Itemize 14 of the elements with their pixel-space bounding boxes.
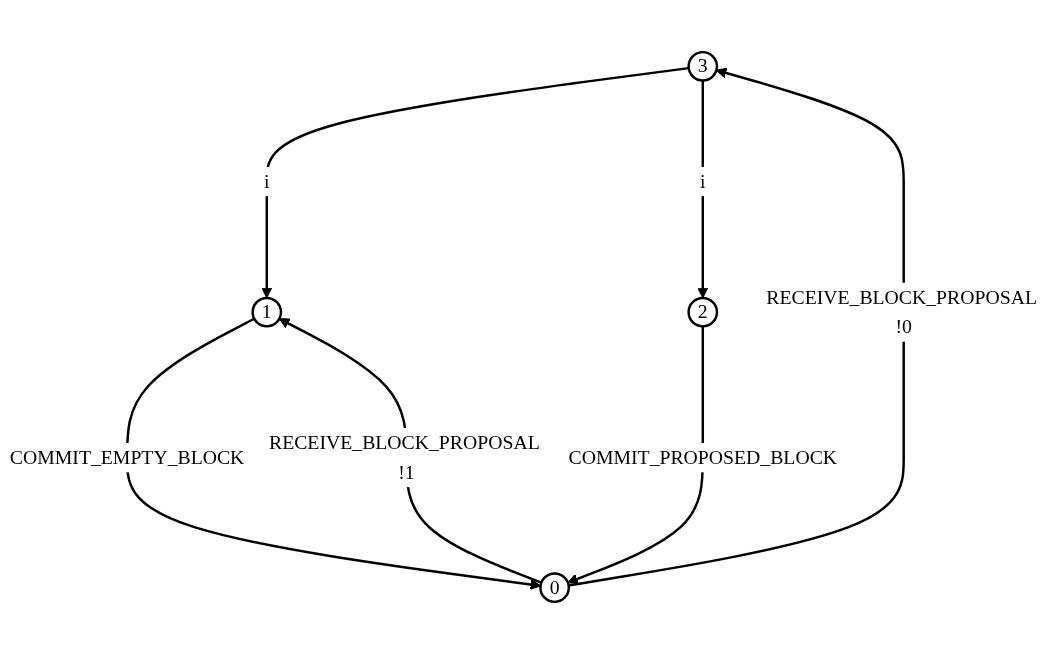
edge-label: RECEIVE_BLOCK_PROPOSAL !1 xyxy=(269,431,539,483)
node-circle: 2 xyxy=(687,296,719,328)
edge-label: i xyxy=(700,170,706,192)
node-circle: 1 xyxy=(251,296,283,328)
node-circle: 3 xyxy=(687,50,719,82)
arrow xyxy=(567,326,705,585)
arrow xyxy=(568,67,905,587)
node-circle: 0 xyxy=(539,572,571,604)
edge-label: i xyxy=(264,170,270,192)
arrow xyxy=(697,80,709,299)
edge-label: COMMIT_EMPTY_BLOCK xyxy=(9,446,245,468)
arrow xyxy=(261,66,689,299)
edge-label: RECEIVE_BLOCK_PROPOSAL !0 xyxy=(766,286,1037,337)
edge-label: COMMIT_PROPOSED_BLOCK xyxy=(568,446,838,468)
